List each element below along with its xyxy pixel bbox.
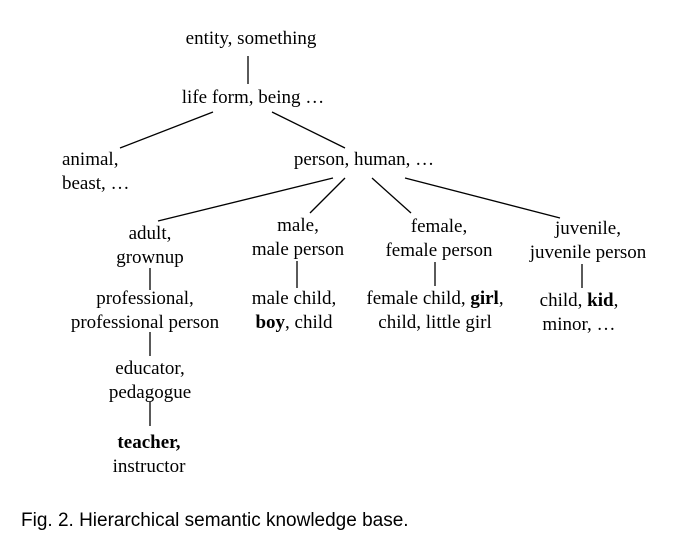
edge-lifeform-person bbox=[271, 111, 346, 149]
node-person-label: person, human, … bbox=[293, 149, 435, 170]
node-animal-line1: animal, bbox=[62, 149, 119, 170]
node-child-line1-post: , bbox=[613, 290, 619, 311]
node-educator-line2: pedagogue bbox=[108, 382, 192, 403]
node-entity: entity, something bbox=[186, 27, 317, 51]
node-female: female, female person bbox=[385, 215, 492, 263]
node-educator: educator, pedagogue bbox=[109, 357, 191, 405]
node-teacher-line2: instructor bbox=[112, 456, 186, 477]
node-female-child-bold-term: girl bbox=[470, 288, 499, 309]
node-professional-line2: professional person bbox=[70, 312, 220, 333]
node-male-line1: male, bbox=[277, 215, 319, 236]
node-male-child-line1: male child, bbox=[251, 288, 337, 309]
node-entity-label: entity, something bbox=[185, 28, 317, 49]
node-child-line1-pre: child, bbox=[539, 290, 588, 311]
node-animal: animal, beast, … bbox=[62, 148, 130, 196]
node-person: person, human, … bbox=[294, 148, 434, 172]
node-male-child-line2-rest: , child bbox=[285, 312, 333, 333]
node-animal-line2: beast, … bbox=[62, 173, 130, 194]
edge-lifeform-animal bbox=[119, 111, 214, 149]
node-adult-line2: grownup bbox=[116, 247, 184, 268]
node-juvenile-line1: juvenile, bbox=[555, 218, 621, 239]
edge-person-male bbox=[309, 177, 346, 214]
node-male-line2: male person bbox=[251, 239, 345, 260]
node-child-line2: minor, … bbox=[542, 314, 616, 335]
node-professional-line1: professional, bbox=[96, 288, 194, 309]
node-juvenile-line2: juvenile person bbox=[529, 242, 647, 263]
node-child: child, kid, minor, … bbox=[540, 289, 619, 337]
node-teacher-bold-term: teacher, bbox=[117, 432, 181, 453]
node-female-child-line2: child, little girl bbox=[378, 312, 492, 333]
node-female-child: female child, girl, child, little girl bbox=[366, 287, 503, 335]
node-female-line2: female person bbox=[385, 240, 493, 261]
node-male: male, male person bbox=[252, 214, 344, 262]
node-educator-line1: educator, bbox=[115, 358, 185, 379]
node-child-bold-term: kid bbox=[587, 290, 614, 311]
figure-caption: Fig. 2. Hierarchical semantic knowledge … bbox=[21, 510, 409, 531]
node-female-child-line1-pre: female child, bbox=[366, 288, 471, 309]
node-female-child-line1-post: , bbox=[498, 288, 504, 309]
node-juvenile: juvenile, juvenile person bbox=[530, 217, 647, 265]
edge-person-adult bbox=[157, 177, 334, 222]
edge-person-juvenile bbox=[404, 177, 561, 219]
node-male-child: male child, boy, child bbox=[252, 287, 336, 335]
node-adult-line1: adult, bbox=[128, 223, 172, 244]
node-professional: professional, professional person bbox=[71, 287, 219, 335]
node-male-child-bold-term: boy bbox=[255, 312, 286, 333]
node-life-form-label: life form, being … bbox=[181, 87, 325, 108]
edge-person-female bbox=[371, 177, 412, 214]
node-life-form: life form, being … bbox=[182, 86, 324, 110]
node-teacher: teacher, instructor bbox=[113, 431, 186, 479]
node-female-line1: female, bbox=[410, 216, 468, 237]
node-adult: adult, grownup bbox=[116, 222, 184, 270]
